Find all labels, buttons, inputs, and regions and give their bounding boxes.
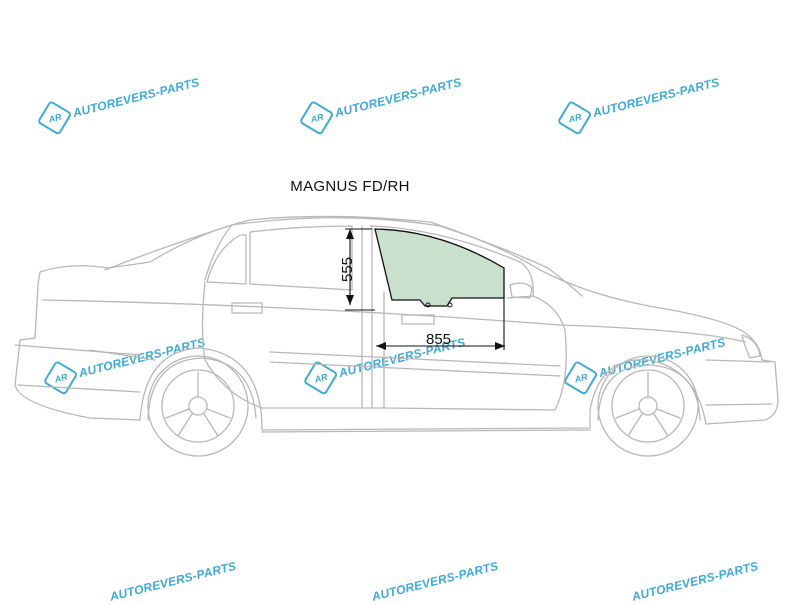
front-wheel — [597, 355, 699, 457]
height-dimension — [345, 228, 375, 311]
part-title: MAGNUS FD/RH — [290, 178, 410, 195]
width-value: 855 — [426, 331, 451, 348]
front-door-glass — [374, 228, 505, 307]
width-dimension — [376, 296, 505, 350]
rear-wheel — [147, 355, 249, 457]
rear-quarter-window — [206, 234, 247, 285]
rear-door-window — [249, 225, 353, 291]
glass-mount-hole — [425, 302, 431, 308]
glass-mount-hole — [447, 302, 453, 308]
roof-line — [104, 217, 583, 297]
height-value: 555 — [339, 257, 356, 282]
front-door-outline — [383, 295, 567, 411]
